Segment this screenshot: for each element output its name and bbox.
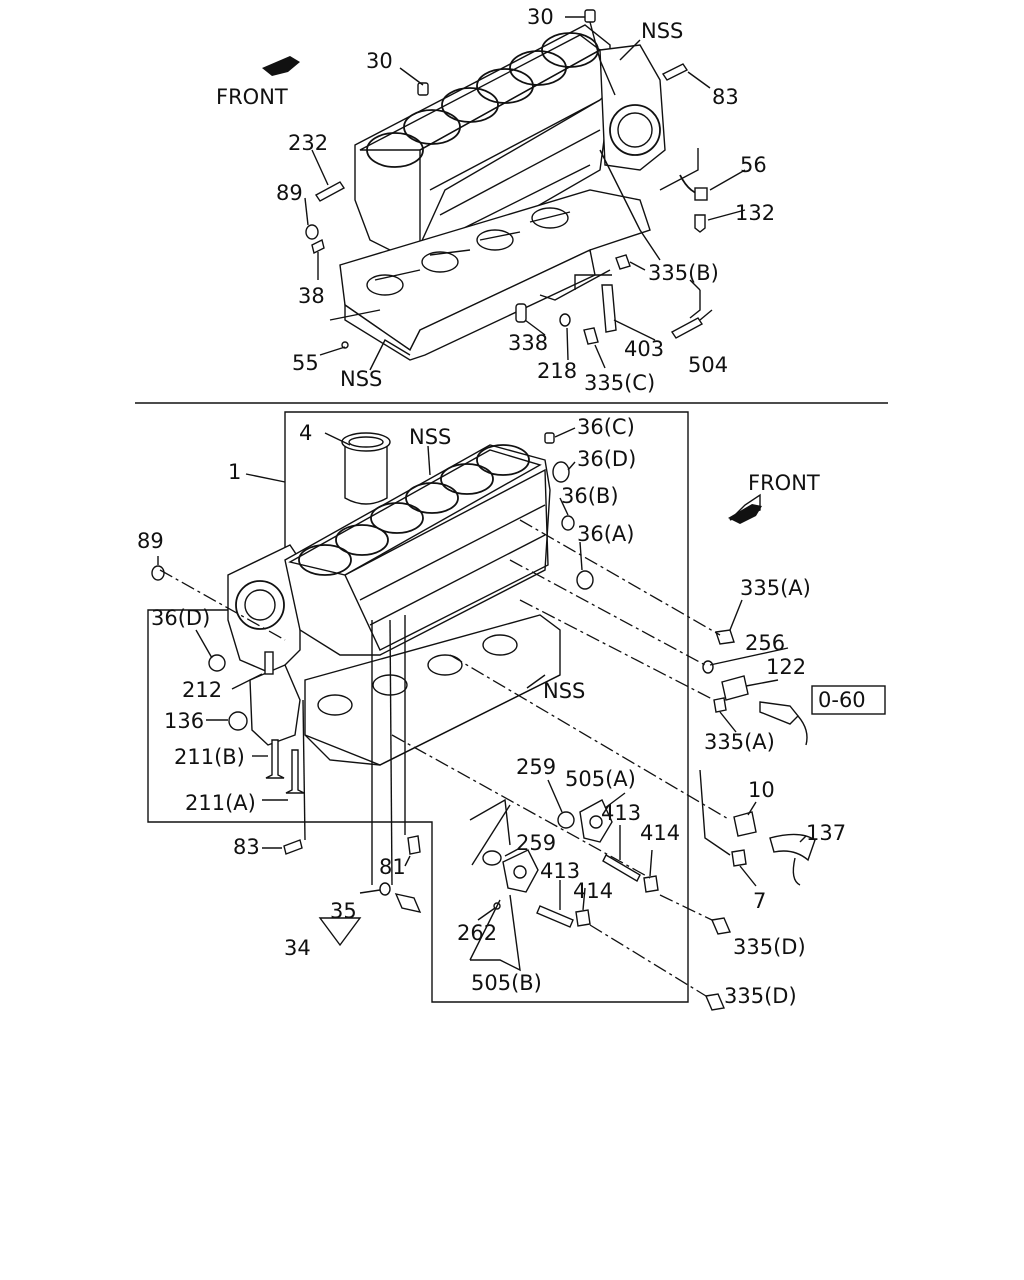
label-part-335d-upper: 335(D): [733, 935, 806, 959]
label-part-35: 35: [330, 899, 357, 923]
label-part-335a-bottom: 335(A): [704, 730, 775, 754]
label-part-34: 34: [284, 936, 311, 960]
label-part-132: 132: [735, 201, 775, 225]
label-front-bottom: FRONT: [748, 471, 820, 495]
label-part-1: 1: [228, 460, 241, 484]
label-part-122: 122: [766, 655, 806, 679]
label-part-335b: 335(B): [648, 261, 719, 285]
upper-small-parts: [305, 9, 708, 349]
label-part-56: 56: [740, 153, 767, 177]
label-part-504: 504: [688, 353, 728, 377]
upper-leader-lines: [304, 16, 746, 371]
label-part-259-lower: 259: [516, 831, 556, 855]
label-part-36a: 36(A): [577, 522, 634, 546]
label-part-83-top: 83: [712, 85, 739, 109]
front-arrow-top-icon: [262, 56, 300, 76]
reference-box: [811, 685, 886, 715]
lower-block-illustration: [227, 444, 561, 766]
label-reference-0-60: 0-60: [818, 688, 866, 712]
label-part-38: 38: [298, 284, 325, 308]
label-part-335a-top: 335(A): [740, 576, 811, 600]
label-part-36c: 36(C): [577, 415, 635, 439]
label-part-30b: 30: [527, 5, 554, 29]
label-part-10: 10: [748, 778, 775, 802]
label-part-137: 137: [806, 821, 846, 845]
label-part-262: 262: [457, 921, 497, 945]
label-part-211b: 211(B): [174, 745, 245, 769]
label-part-36d-right: 36(D): [577, 447, 636, 471]
label-part-212: 212: [182, 678, 222, 702]
label-part-505b: 505(B): [471, 971, 542, 995]
label-part-256: 256: [745, 631, 785, 655]
label-part-338: 338: [508, 331, 548, 355]
label-part-403: 403: [624, 337, 664, 361]
label-part-89-bottom: 89: [137, 529, 164, 553]
label-part-413-lower: 413: [540, 859, 580, 883]
label-part-414-upper: 414: [640, 821, 680, 845]
front-arrow-bottom-icon: [728, 504, 762, 524]
label-nss-liner: NSS: [409, 425, 451, 449]
label-part-30a: 30: [366, 49, 393, 73]
label-part-81: 81: [379, 855, 406, 879]
label-part-83-bottom: 83: [233, 835, 260, 859]
label-part-335c: 335(C): [584, 371, 655, 395]
label-part-7: 7: [753, 889, 766, 913]
label-part-414-lower: 414: [573, 879, 613, 903]
label-nss-top-bottom: NSS: [340, 367, 382, 391]
label-part-505a: 505(A): [565, 767, 636, 791]
label-part-36b: 36(B): [561, 484, 619, 508]
label-part-36d-left: 36(D): [151, 606, 210, 630]
label-part-136: 136: [164, 709, 204, 733]
label-part-211a: 211(A): [185, 791, 256, 815]
label-nss-block: NSS: [543, 679, 585, 703]
label-part-4: 4: [299, 421, 312, 445]
label-part-218: 218: [537, 359, 577, 383]
label-part-259-upper: 259: [516, 755, 556, 779]
lower-leader-lines: [157, 427, 807, 997]
cylinder-liner: [341, 432, 391, 505]
label-nss-top: NSS: [641, 19, 683, 43]
label-part-55: 55: [292, 351, 319, 375]
label-part-413-upper: 413: [601, 801, 641, 825]
label-part-89-top: 89: [276, 181, 303, 205]
upper-block-illustration: [339, 24, 666, 361]
label-front-top: FRONT: [216, 85, 288, 109]
label-part-335d-lower: 335(D): [724, 984, 797, 1008]
label-part-232: 232: [288, 131, 328, 155]
